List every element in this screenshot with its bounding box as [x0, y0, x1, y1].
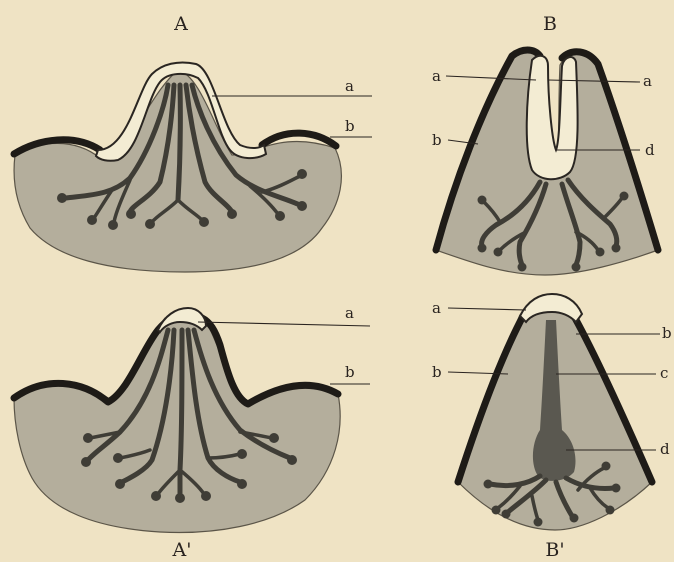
panel-a: A a	[14, 13, 372, 272]
panel-b-callout-b: b	[432, 131, 442, 149]
panel-b-prime: a b b c d B'	[432, 294, 672, 561]
panel-a-prime-bulb	[83, 433, 93, 443]
panel-b-prime-callout-d: d	[660, 440, 670, 458]
panel-a-bulb	[145, 219, 155, 229]
panel-a-prime-callout-b: b	[345, 363, 355, 381]
panel-b-prime-bulb	[612, 484, 621, 493]
panel-b-prime-bulb	[484, 480, 493, 489]
panel-b-prime-callout-a: a	[432, 299, 441, 317]
panel-b-bulb	[494, 248, 503, 257]
panel-a-bulb	[126, 209, 136, 219]
panel-a-prime-leader	[198, 322, 370, 326]
panel-b-prime-callout-c: c	[660, 364, 668, 382]
panel-b-cap	[527, 56, 578, 180]
panel-a-prime-bulb	[237, 449, 247, 459]
panel-a-prime-callout-a: a	[345, 304, 354, 322]
panel-b-bulb	[572, 263, 581, 272]
panel-b-prime-label: B'	[545, 539, 564, 561]
panel-a-prime-bulb	[151, 491, 161, 501]
panel-a-prime-bulb	[287, 455, 297, 465]
panel-a-prime-bulb	[237, 479, 247, 489]
panel-a-bulb	[108, 220, 118, 230]
panel-b-prime-bulb	[602, 462, 611, 471]
panel-b-prime-bulb	[502, 510, 511, 519]
panel-b-bulb	[478, 244, 487, 253]
panel-a-prime-bulb	[81, 457, 91, 467]
panel-b-prime-bulb	[534, 518, 543, 527]
panel-b-prime-bulb	[606, 506, 615, 515]
panel-b-prime-callout-b-left: b	[432, 363, 442, 381]
panel-b-callout-d: d	[645, 141, 655, 159]
panel-b-prime-bulb	[570, 514, 579, 523]
panel-a-callout-b: b	[345, 117, 355, 135]
panel-b-bulb	[518, 263, 527, 272]
panel-b-bulb	[478, 196, 487, 205]
panel-a-prime-bulb	[115, 479, 125, 489]
panel-a-prime-bulb	[113, 453, 123, 463]
panel-a-duct	[178, 85, 180, 200]
panel-b-label: B	[543, 13, 557, 35]
panel-a-bulb	[227, 209, 237, 219]
panel-b-prime-leader	[448, 308, 526, 310]
panel-a-bulb	[87, 215, 97, 225]
panel-a-bulb	[297, 169, 307, 179]
panel-b-prime-callout-b-right: b	[662, 324, 672, 342]
panel-a-prime: a b A'	[14, 304, 370, 561]
panel-b-bulb	[596, 248, 605, 257]
panel-a-bulb	[57, 193, 67, 203]
panel-b: B a a b d	[432, 13, 658, 275]
panel-a-prime-bulb	[269, 433, 279, 443]
panel-a-prime-bulb	[201, 491, 211, 501]
panel-b-callout-a-left: a	[432, 67, 441, 85]
panel-a-label: A	[173, 13, 188, 35]
panel-a-bulb	[275, 211, 285, 221]
panel-b-callout-a-right: a	[643, 72, 652, 90]
panel-a-bulb	[199, 217, 209, 227]
panel-b-bulb	[612, 244, 621, 253]
panel-a-prime-bulb	[175, 493, 185, 503]
panel-b-prime-bulb	[492, 506, 501, 515]
panel-a-callout-a: a	[345, 77, 354, 95]
panel-a-bulb	[297, 201, 307, 211]
panel-b-bulb	[620, 192, 629, 201]
panel-a-prime-label: A'	[172, 539, 192, 561]
